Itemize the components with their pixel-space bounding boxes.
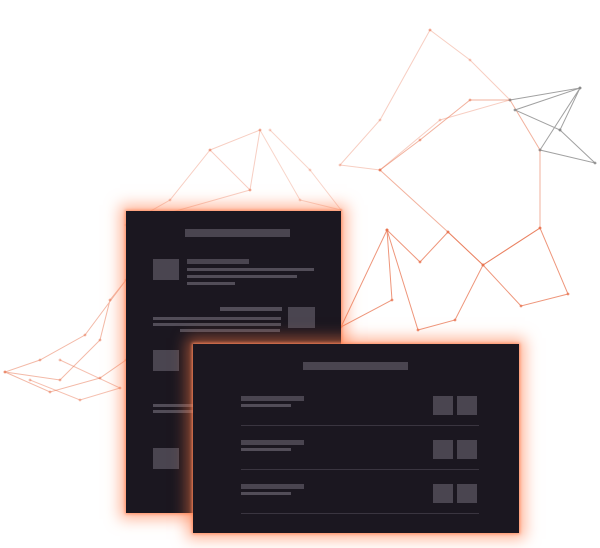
- network-node: [378, 168, 382, 172]
- network-node: [338, 163, 342, 167]
- network-node: [98, 338, 102, 342]
- network-node: [83, 333, 87, 337]
- network-node: [468, 98, 472, 102]
- network-line-6: [259, 129, 343, 211]
- network-node: [208, 148, 212, 152]
- list-divider: [241, 513, 479, 514]
- network-node: [308, 168, 312, 172]
- network-node: [508, 98, 512, 102]
- network-line-2: [338, 29, 511, 171]
- text-line-placeholder: [153, 317, 281, 320]
- thumbnail-placeholder: [153, 259, 179, 280]
- list-divider: [241, 469, 479, 470]
- network-node: [108, 298, 112, 302]
- network-line-7: [29, 359, 122, 401]
- network-node: [428, 28, 432, 32]
- list-item-action-placeholder: [433, 440, 453, 459]
- network-node: [3, 370, 7, 374]
- network-node: [378, 118, 382, 122]
- network-node: [416, 328, 420, 332]
- card-title-placeholder: [303, 362, 408, 370]
- text-line-placeholder: [153, 410, 193, 413]
- network-line-3: [509, 87, 597, 164]
- thumbnail-placeholder: [153, 448, 179, 469]
- thumbnail-placeholder: [288, 307, 315, 328]
- text-line-placeholder: [187, 275, 297, 278]
- list-item-action-placeholder: [433, 484, 453, 503]
- list-item-action-placeholder: [457, 440, 477, 459]
- network-node: [468, 58, 472, 62]
- list-item-subtitle-placeholder: [241, 448, 291, 451]
- text-line-placeholder: [220, 307, 282, 311]
- card-title-placeholder: [185, 229, 290, 237]
- network-node: [418, 260, 422, 264]
- text-line-placeholder: [180, 329, 280, 332]
- list-item-action-placeholder: [433, 396, 453, 415]
- network-node: [538, 226, 542, 230]
- network-node: [208, 148, 212, 152]
- list-item-action-placeholder: [457, 484, 477, 503]
- network-node: [28, 378, 32, 382]
- network-node: [58, 358, 62, 362]
- network-node: [58, 378, 62, 382]
- network-node: [481, 263, 485, 267]
- list-item-title-placeholder: [241, 440, 304, 445]
- text-line-placeholder: [187, 282, 235, 285]
- network-node: [248, 188, 252, 192]
- network-node: [48, 390, 52, 394]
- front-list-card: [193, 344, 519, 533]
- text-line-placeholder: [153, 404, 193, 407]
- network-node: [258, 128, 262, 132]
- list-item-title-placeholder: [241, 396, 304, 401]
- network-node: [98, 376, 102, 380]
- network-node: [298, 198, 302, 202]
- text-line-placeholder: [187, 259, 249, 264]
- network-node: [453, 318, 457, 322]
- network-node: [593, 161, 597, 165]
- text-line-placeholder: [153, 323, 281, 326]
- network-node: [378, 168, 382, 172]
- network-node: [168, 198, 172, 202]
- list-item-title-placeholder: [241, 484, 304, 489]
- network-node: [428, 28, 432, 32]
- network-node: [519, 304, 523, 308]
- network-node: [390, 298, 394, 302]
- network-node: [578, 86, 582, 90]
- network-node: [566, 292, 570, 296]
- network-node: [78, 398, 82, 402]
- network-line-0: [339, 227, 569, 331]
- network-line-4: [3, 279, 127, 393]
- list-item-subtitle-placeholder: [241, 404, 291, 407]
- network-node: [258, 128, 262, 132]
- network-node: [558, 128, 562, 132]
- network-node: [438, 118, 442, 122]
- network-node: [248, 188, 252, 192]
- text-line-placeholder: [187, 268, 314, 271]
- list-item-subtitle-placeholder: [241, 492, 291, 495]
- network-node: [38, 358, 42, 362]
- network-node: [118, 386, 122, 390]
- network-node: [513, 108, 517, 112]
- network-node: [446, 230, 450, 234]
- network-node: [385, 228, 389, 232]
- network-node: [339, 208, 343, 212]
- network-node: [268, 128, 272, 132]
- list-divider: [241, 425, 479, 426]
- network-node: [538, 148, 542, 152]
- network-node: [418, 138, 422, 142]
- network-line-1: [379, 99, 541, 266]
- list-item-action-placeholder: [457, 396, 477, 415]
- thumbnail-placeholder: [153, 350, 179, 371]
